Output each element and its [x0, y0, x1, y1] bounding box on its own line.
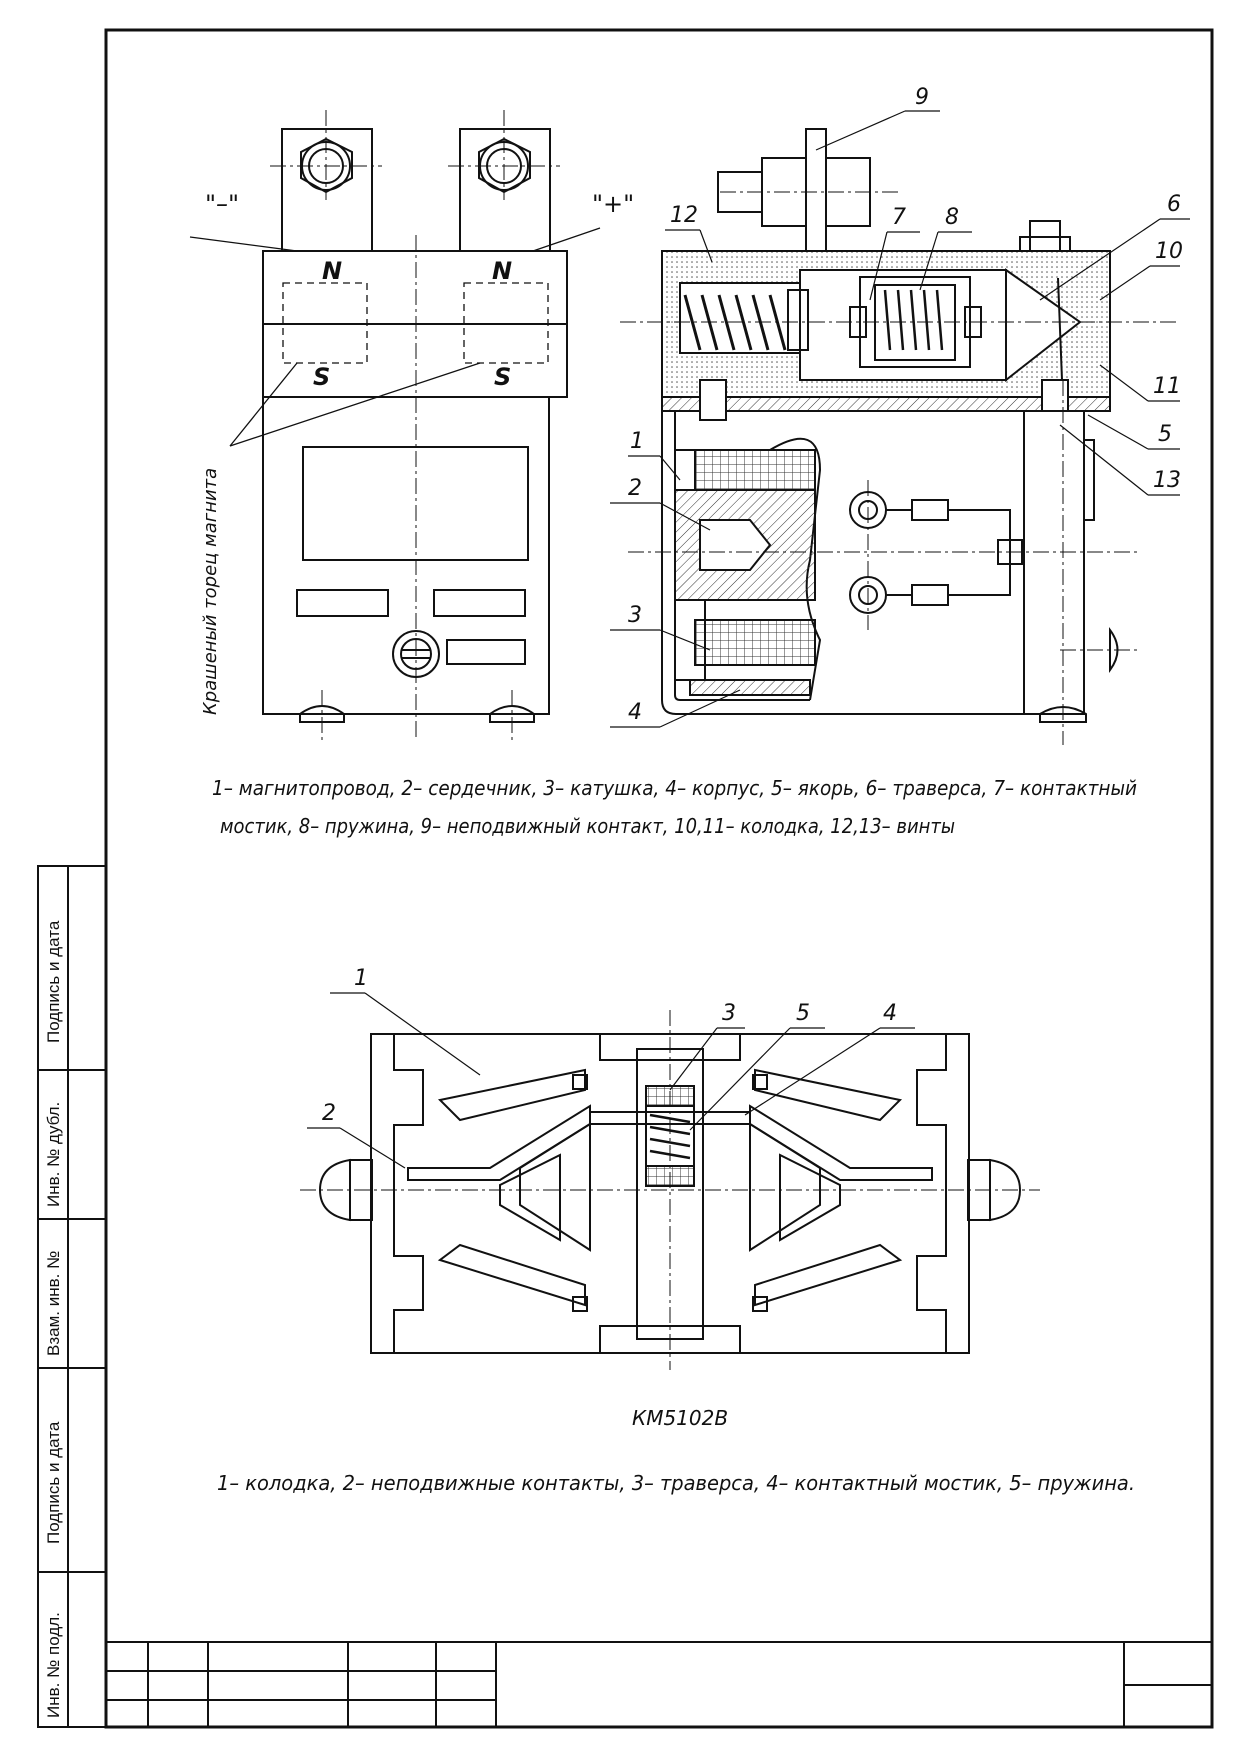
contactor-callout-4: 4	[883, 1001, 897, 1026]
relay-section-view	[661, 128, 1119, 723]
stamp-signature-date-2: Подпись и дата	[44, 1421, 63, 1544]
side-stamp	[37, 865, 107, 1728]
painted-face-label: Крашеный торец магнита	[200, 468, 221, 715]
callout-10: 10	[1155, 239, 1183, 264]
callout-12: 12	[670, 203, 698, 228]
callout-13: 13	[1153, 468, 1181, 493]
stamp-replace-inv-no: Взам. инв. №	[44, 1251, 63, 1356]
callout-11: 11	[1153, 374, 1181, 399]
magnet-s-left: S	[313, 363, 330, 391]
magnet-s-right: S	[494, 363, 511, 391]
contactor-callout-1: 1	[354, 966, 368, 991]
callout-4: 4	[628, 700, 642, 725]
caption-bottom: 1– колодка, 2– неподвижные контакты, 3– …	[217, 1471, 1135, 1495]
callout-2: 2	[628, 476, 642, 501]
callout-6: 6	[1167, 192, 1181, 217]
stamp-signature-date-1: Подпись и дата	[44, 920, 63, 1043]
contactor-model-label: КМ5102В	[632, 1406, 728, 1430]
callout-leaders-bottom	[307, 992, 915, 1169]
contactor-callout-3: 3	[722, 1001, 736, 1026]
stamp-orig-inv-no: Инв. № подл.	[44, 1612, 63, 1718]
callout-1: 1	[630, 429, 644, 454]
callout-8: 8	[945, 205, 959, 230]
caption-top-line1: 1– магнитопровод, 2– сердечник, 3– катуш…	[212, 776, 1137, 800]
callout-5: 5	[1158, 422, 1172, 447]
contactor-callout-2: 2	[322, 1101, 336, 1126]
magnet-n-right: N	[492, 257, 512, 285]
callout-leaders-top	[610, 110, 1190, 728]
polarity-minus: "–"	[205, 190, 239, 218]
relay-front-centerlines	[270, 110, 560, 740]
polarity-plus: "+"	[592, 190, 634, 218]
relay-front-view	[189, 128, 601, 723]
callout-9: 9	[915, 85, 929, 110]
relay-section-centerlines	[620, 191, 1180, 745]
caption-top-line2: мостик, 8– пружина, 9– неподвижный конта…	[220, 814, 955, 838]
callout-7: 7	[892, 205, 906, 230]
magnet-n-left: N	[322, 257, 342, 285]
callout-3: 3	[628, 603, 642, 628]
stamp-dup-inv-no: Инв. № дубл.	[44, 1102, 63, 1207]
contactor-callout-5: 5	[796, 1001, 810, 1026]
contactor-centerlines	[300, 1010, 1040, 1370]
title-block	[106, 1641, 1212, 1727]
